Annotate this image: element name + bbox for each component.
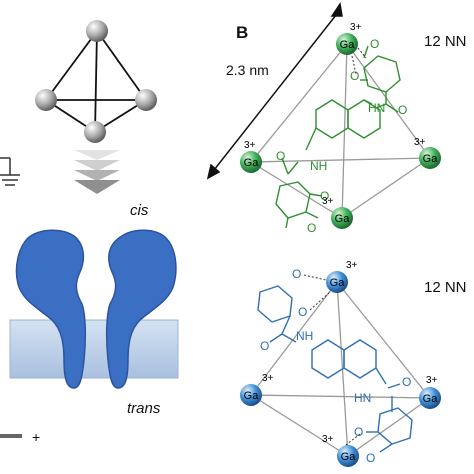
blue-ligand — [257, 285, 413, 453]
tetrahedron-model — [35, 20, 157, 143]
ga-atom: Ga 3+ — [240, 373, 274, 406]
ga-atom: Ga 3+ — [240, 140, 262, 173]
blue-cage: O O O NH HN O O O Ga 3+ Ga — [240, 260, 441, 467]
panel-b-label: B — [236, 23, 248, 42]
ga-atom: Ga 3+ — [336, 22, 362, 55]
oxygen-label: O — [398, 103, 407, 117]
ga-atom: Ga 3+ — [419, 375, 441, 409]
coordination-bonds — [303, 274, 361, 449]
plus-label: + — [32, 429, 40, 445]
oxygen-label: O — [350, 69, 359, 83]
ga-atom: Ga 3+ — [322, 196, 353, 229]
nanopore-left-half — [15, 229, 87, 389]
green-cage: O O HN O NH O O O Ga 3+ Ga 3+ — [240, 22, 441, 235]
svg-text:Ga: Ga — [340, 39, 356, 51]
svg-text:3+: 3+ — [350, 22, 362, 33]
distance-arrow — [206, 2, 343, 180]
ground-symbol — [0, 157, 20, 186]
svg-text:3+: 3+ — [244, 140, 256, 151]
svg-text:3+: 3+ — [346, 260, 358, 271]
svg-text:Ga: Ga — [423, 153, 439, 165]
oxygen-label: O — [298, 305, 307, 319]
vertex-sphere — [86, 20, 108, 42]
svg-text:Ga: Ga — [330, 277, 346, 289]
oxygen-label: O — [276, 149, 285, 163]
bottom-cage-label: 12 NN — [424, 279, 467, 296]
nanopore-right-half — [105, 229, 177, 389]
svg-text:3+: 3+ — [322, 196, 334, 207]
svg-text:3+: 3+ — [414, 137, 426, 148]
panel-b: B 2.3 nm — [206, 2, 467, 467]
svg-text:Ga: Ga — [423, 393, 439, 405]
vertex-sphere — [135, 89, 157, 111]
electrode-bar — [0, 434, 22, 438]
oxygen-label: O — [370, 37, 379, 51]
ga-atom: Ga 3+ — [326, 260, 358, 293]
oxygen-label: O — [320, 189, 329, 203]
svg-text:3+: 3+ — [322, 434, 334, 445]
oxygen-label: O — [292, 267, 301, 281]
nh-label: NH — [310, 159, 327, 173]
ga-atom: Ga 3+ — [322, 434, 359, 467]
distance-label: 2.3 nm — [226, 62, 269, 78]
oxygen-label: O — [354, 425, 363, 439]
oxygen-label: O — [260, 339, 269, 353]
vertex-sphere — [35, 89, 57, 111]
green-ligand — [275, 45, 401, 229]
ga-atom: Ga 3+ — [414, 137, 441, 169]
membrane — [9, 319, 179, 379]
oxygen-label: O — [307, 221, 316, 235]
trans-label: trans — [127, 400, 161, 417]
oxygen-label: O — [366, 451, 375, 465]
hn-label: HN — [354, 391, 371, 405]
down-arrow-icon — [74, 150, 120, 194]
cis-label: cis — [130, 202, 149, 219]
svg-text:3+: 3+ — [426, 375, 438, 386]
panel-a: cis trans + — [0, 20, 179, 445]
oxygen-label: O — [402, 375, 411, 389]
hn-label: HN — [368, 101, 385, 115]
svg-text:Ga: Ga — [341, 451, 357, 463]
coordination-bonds — [351, 47, 367, 75]
nh-label: NH — [296, 329, 313, 343]
svg-text:Ga: Ga — [244, 157, 260, 169]
svg-text:3+: 3+ — [262, 373, 274, 384]
top-cage-label: 12 NN — [424, 33, 467, 50]
svg-text:Ga: Ga — [335, 213, 351, 225]
vertex-sphere — [84, 121, 106, 143]
svg-text:Ga: Ga — [244, 390, 260, 402]
